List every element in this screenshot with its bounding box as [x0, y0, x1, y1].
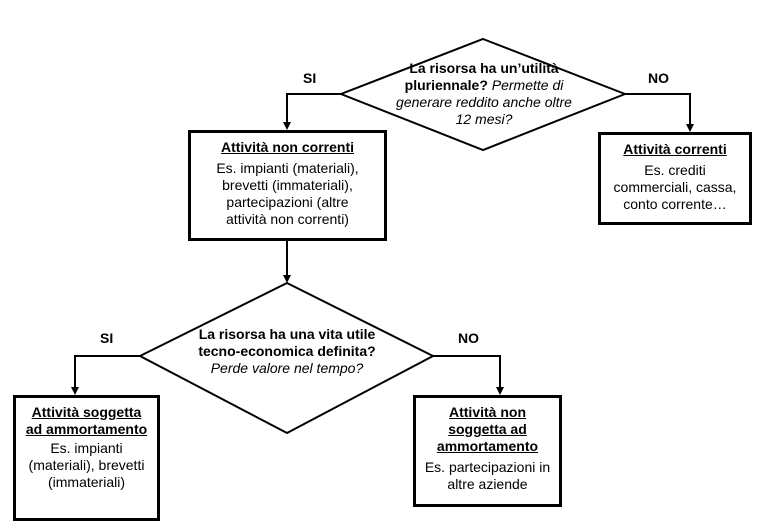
arrow-d2-no	[433, 355, 504, 395]
box-body: Es. crediti commerciali, cassa, conto co…	[613, 162, 737, 212]
decision-diamond-1	[338, 37, 628, 152]
label-d2-yes: SI	[100, 330, 114, 346]
decision-1-text: La risorsa ha un’utilità pluriennale? Pe…	[393, 60, 575, 128]
arrow-d1-yes	[283, 93, 341, 130]
decision-1-detail: Permette di generare reddito anche oltre…	[396, 77, 572, 127]
decision-2-text: La risorsa ha una vita utile tecno-econo…	[196, 326, 378, 377]
box-body: Es. impianti (materiali), brevetti (imma…	[28, 440, 145, 490]
box-attivita-non-correnti: Attività non correnti Es. impianti (mate…	[188, 130, 387, 241]
decision-2-question: La risorsa ha una vita utile tecno-econo…	[198, 326, 376, 359]
box-body: Es. impianti (materiali), brevetti (imma…	[216, 160, 359, 227]
box-title: Attività soggetta ad ammortamento	[25, 404, 148, 437]
decision-diamond-2	[137, 281, 436, 435]
decision-1-question: La risorsa ha un’utilità pluriennale?	[404, 60, 559, 93]
arrow-d1-no	[625, 93, 694, 132]
box-title: Attività correnti	[623, 141, 727, 157]
box-body: Es. partecipazioni in altre aziende	[424, 459, 551, 492]
box-attivita-soggetta-ammortamento: Attività soggetta ad ammortamento Es. im…	[13, 395, 160, 521]
decision-2-detail: Perde valore nel tempo?	[210, 360, 364, 376]
arrow-d2-yes	[71, 355, 140, 395]
box-title: Attività non soggetta ad ammortamento	[436, 404, 539, 454]
label-d2-no: NO	[458, 330, 479, 346]
label-d1-yes: SI	[303, 70, 317, 86]
box-title: Attività non correnti	[220, 139, 354, 155]
box-attivita-correnti: Attività correnti Es. crediti commercial…	[598, 132, 752, 225]
box-attivita-non-soggetta-ammortamento: Attività non soggetta ad ammortamento Es…	[413, 395, 562, 507]
label-d1-no: NO	[648, 70, 669, 86]
